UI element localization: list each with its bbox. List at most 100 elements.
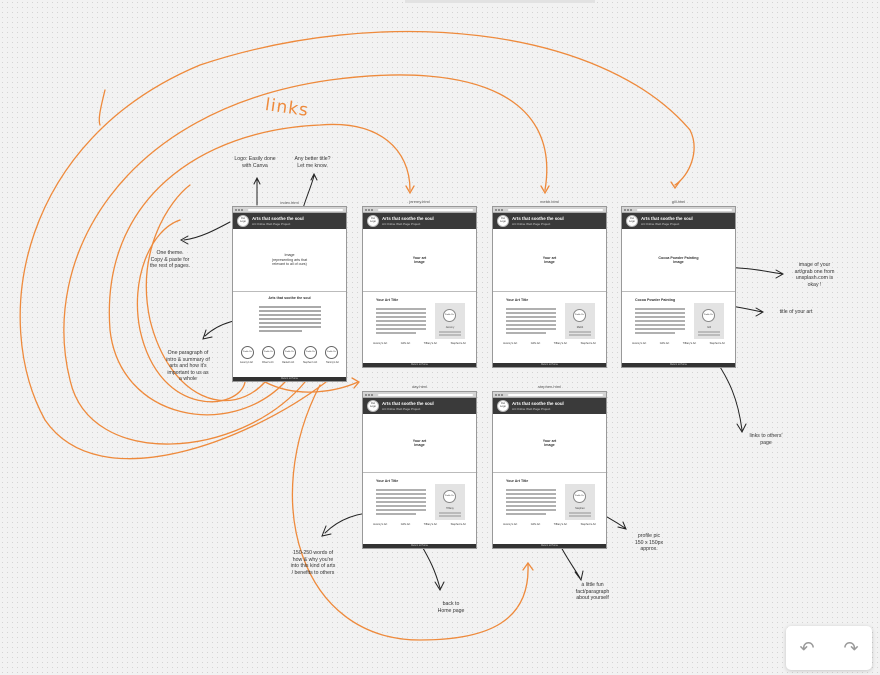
intro-paragraph-lines: [259, 306, 321, 334]
redo-arrow-icon[interactable]: ↷: [843, 638, 859, 658]
wireframe-mebb[interactable]: Our Logo Arts that soothe the soul Art O…: [492, 206, 607, 368]
profile-pic-circle: Profile Pic: [573, 309, 586, 322]
arrow-home: [419, 542, 445, 592]
annotation-fun-fact: a little fun fact/paragraph about yourse…: [575, 582, 610, 602]
site-subtitle: Art Online Web Page Project: [512, 407, 551, 411]
logo-circle: Our Logo: [497, 400, 509, 412]
profile-name: Jeremy: [445, 326, 455, 329]
site-footer[interactable]: Return to Home: [493, 544, 606, 548]
nav-link[interactable]: Jeremy's Art: [632, 342, 647, 345]
hero-image-placeholder: Image (representing arts that relevant t…: [233, 229, 346, 292]
nav-link[interactable]: Tiffany's Art: [682, 342, 697, 345]
art-image-placeholder: Your art Image: [363, 414, 476, 473]
wireframe-jeremy[interactable]: Our Logo Arts that soothe the soul Art O…: [362, 206, 477, 368]
profile-circle[interactable]: Profile Pic: [283, 346, 296, 359]
logo-circle: Our Logo: [626, 215, 638, 227]
annotation-title: Any better title? Let me know.: [294, 156, 331, 169]
nav-link[interactable]: Tiffany's Art: [423, 523, 438, 526]
art-paragraph-lines: [376, 308, 426, 336]
site-title: Arts that soothe the soul: [382, 401, 434, 406]
profile-circle[interactable]: Profile Pic: [262, 346, 275, 359]
artist-nav-links: Jeremy's Art Gill's Art Tiffany's Art St…: [503, 523, 596, 526]
site-footer[interactable]: Return to Home: [622, 363, 735, 367]
nav-link[interactable]: Jeremy's Art: [503, 342, 518, 345]
nav-link[interactable]: Gill's Art: [530, 342, 541, 345]
wireframe-day[interactable]: Our Logo Arts that soothe the soul Art O…: [362, 391, 477, 549]
site-subtitle: Art Online Web Page Project: [512, 222, 551, 226]
nav-link[interactable]: Jeremy's Art: [503, 523, 518, 526]
loop-vertical: [98, 89, 106, 126]
nav-link[interactable]: Stephen's Art: [450, 342, 466, 345]
site-header: Our Logo Arts that soothe the soul Art O…: [493, 213, 606, 229]
site-footer[interactable]: Return to Home: [363, 544, 476, 548]
art-paragraph-lines: [506, 308, 556, 336]
nav-link[interactable]: Gill's Art: [400, 342, 411, 345]
loop-to-day: [145, 184, 359, 402]
art-image-placeholder: Cocoa Powder Painting Image: [622, 229, 735, 292]
art-title: Your Art Title: [506, 298, 529, 302]
nav-link[interactable]: Gill's Art: [400, 523, 411, 526]
browser-chrome: [493, 392, 606, 398]
profile-circle[interactable]: Profile Pic: [241, 346, 254, 359]
loop-to-gill: [19, 30, 695, 460]
wireframe-stephen[interactable]: Our Logo Arts that soothe the soul Art O…: [492, 391, 607, 549]
nav-link[interactable]: Tiffany's Art: [553, 523, 568, 526]
nav-link[interactable]: Gill's Art: [659, 342, 670, 345]
profile-circle-row: Profile Pic Profile Pic Profile Pic Prof…: [241, 346, 338, 359]
art-image-placeholder: Your art Image: [363, 229, 476, 292]
logo-circle: Our Logo: [367, 215, 379, 227]
profile-name[interactable]: Oliver's Art: [261, 361, 274, 364]
profile-card: Profile Pic Stephen: [565, 484, 595, 520]
site-title: Arts that soothe the soul: [641, 216, 693, 221]
nav-link[interactable]: Stephen's Art: [580, 523, 596, 526]
profile-name[interactable]: Tammy's Art: [326, 361, 339, 364]
black-annotation-arrows: [179, 172, 785, 592]
site-footer[interactable]: Return to Home: [363, 363, 476, 367]
profile-name[interactable]: Daniel's Art: [282, 361, 295, 364]
artist-nav-links: Jeremy's Art Gill's Art Tiffany's Art St…: [373, 523, 466, 526]
site-header: Our Logo Arts that soothe the soul Art O…: [622, 213, 735, 229]
history-panel: ↶ ↷: [786, 626, 872, 670]
annotation-intro: One paragraph of intro & summary of arts…: [166, 350, 210, 383]
nav-link[interactable]: Stephen's Art: [580, 342, 596, 345]
site-header: Our Logo Arts that soothe the soul Art O…: [363, 398, 476, 414]
artist-nav-links: Jeremy's Art Gill's Art Tiffany's Art St…: [373, 342, 466, 345]
undo-arrow-icon[interactable]: ↶: [799, 638, 815, 658]
nav-link[interactable]: Stephen's Art: [709, 342, 725, 345]
nav-link[interactable]: Tiffany's Art: [553, 342, 568, 345]
profile-name[interactable]: Stephen's Art: [303, 361, 318, 364]
site-header: Our Logo Arts that soothe the soul Art O…: [233, 213, 346, 229]
nav-link[interactable]: Jeremy's Art: [373, 342, 388, 345]
frame-label-gill: gill.html: [671, 199, 686, 204]
profile-card: Profile Pic Gill: [694, 303, 724, 339]
profile-names: Jeremy's Art Oliver's Art Daniel's Art S…: [240, 361, 339, 364]
site-footer[interactable]: Return to Home: [233, 377, 346, 381]
site-footer[interactable]: Return to Home: [493, 363, 606, 367]
art-title: Your Art Title: [376, 479, 399, 483]
profile-pic-circle: Profile Pic: [443, 309, 456, 322]
annotation-title-of-art: title of your art: [779, 309, 813, 315]
wireframe-gill[interactable]: Our Logo Arts that soothe the soul Art O…: [621, 206, 736, 368]
annotation-profile: profile pic 150 x 150px approx.: [634, 533, 664, 553]
art-title: Your Art Title: [506, 479, 529, 483]
annotation-home: back to Home page: [437, 601, 465, 614]
annotation-words: 150-250 words of how & why you're into t…: [290, 550, 336, 576]
profile-circle[interactable]: Profile Pic: [325, 346, 338, 359]
logo-circle: Our Logo: [367, 400, 379, 412]
nav-link[interactable]: Jeremy's Art: [373, 523, 388, 526]
profile-pic-circle: Profile Pic: [702, 309, 715, 322]
annotation-image: image of your art/grab one from unsplash…: [794, 262, 835, 288]
profile-circle[interactable]: Profile Pic: [304, 346, 317, 359]
nav-link[interactable]: Tiffany's Art: [423, 342, 438, 345]
site-title: Arts that soothe the soul: [512, 401, 564, 406]
wireframe-index[interactable]: Our Logo Arts that soothe the soul Art O…: [232, 206, 347, 382]
nav-link[interactable]: Stephen's Art: [450, 523, 466, 526]
loop-inner: [136, 219, 246, 403]
artist-nav-links: Jeremy's Art Gill's Art Tiffany's Art St…: [503, 342, 596, 345]
profile-pic-circle: Profile Pic: [443, 490, 456, 503]
profile-name: Mebb: [576, 326, 584, 329]
annotation-links: links to others' page: [749, 433, 783, 446]
nav-link[interactable]: Gill's Art: [530, 523, 541, 526]
profile-name[interactable]: Jeremy's Art: [240, 361, 254, 364]
site-header: Our Logo Arts that soothe the soul Art O…: [493, 398, 606, 414]
